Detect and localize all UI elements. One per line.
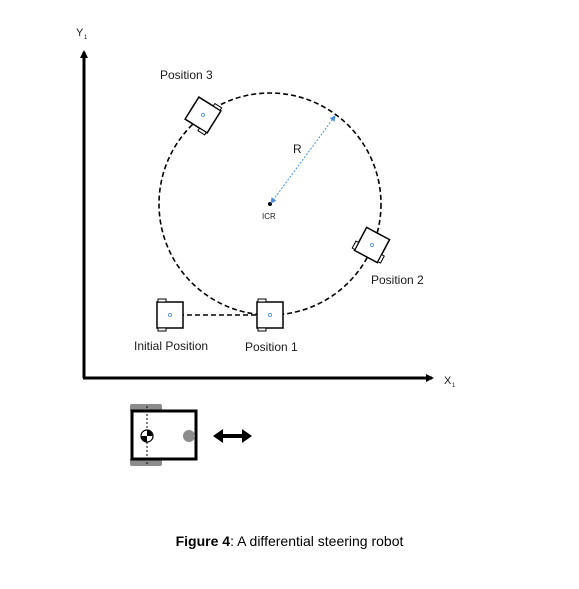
radius-line (270, 115, 336, 204)
label-position-2: Position 2 (371, 273, 424, 287)
label-position-3: Position 3 (160, 68, 213, 82)
y-axis-label: Y (76, 27, 84, 39)
robot-position-3 (184, 96, 223, 136)
robot-initial (156, 298, 184, 332)
robot-detail (130, 404, 198, 466)
caster-wheel (183, 430, 195, 442)
caption-text: : A differential steering robot (230, 533, 404, 549)
robot-position-1 (256, 298, 284, 332)
figure-caption: Figure 4: A differential steering robot (0, 533, 579, 549)
robot-position-2 (351, 226, 391, 264)
center-of-mass-icon (140, 429, 154, 443)
x-axis-label: X (444, 375, 452, 387)
circular-path (158, 92, 382, 316)
label-initial-position: Initial Position (134, 339, 208, 353)
y-axis-subscript: 1 (84, 35, 88, 41)
x-axis-subscript: 1 (452, 383, 456, 389)
caption-figure-number: Figure 4 (175, 533, 231, 549)
icr-label: ICR (262, 212, 276, 221)
label-position-1: Position 1 (245, 340, 298, 354)
radius-label: R (293, 142, 302, 156)
motion-arrow-icon (213, 429, 252, 443)
